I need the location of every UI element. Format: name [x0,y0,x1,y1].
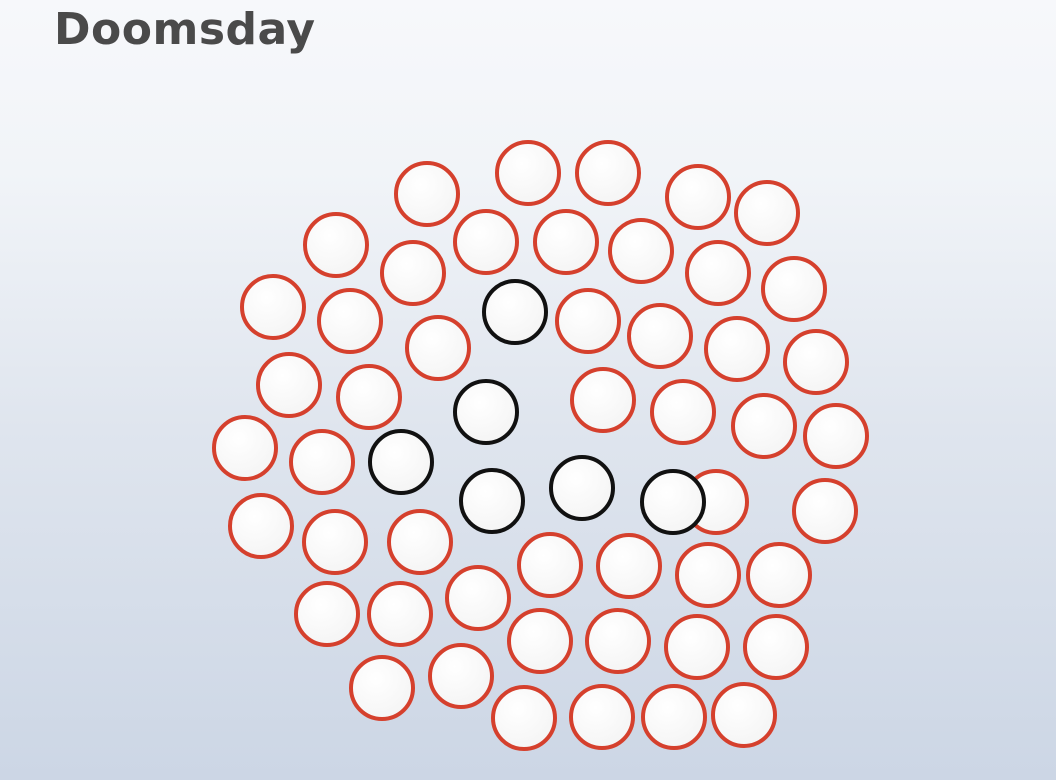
red-circle [665,164,731,230]
red-circle [711,682,777,748]
red-circle [783,329,849,395]
red-circle [303,212,369,278]
red-circle [596,533,662,599]
red-circle [650,379,716,445]
red-circle [394,161,460,227]
black-circle [482,279,548,345]
red-circle [555,288,621,354]
red-circle [240,274,306,340]
red-circle [294,581,360,647]
red-circle [517,532,583,598]
red-circle [585,608,651,674]
red-circle [228,493,294,559]
red-circle [367,581,433,647]
red-circle [256,352,322,418]
black-circle [453,379,519,445]
black-circle [549,455,615,521]
black-circle [459,468,525,534]
page-title: Doomsday [54,4,316,55]
red-circle [761,256,827,322]
red-circle [792,478,858,544]
red-circle [317,288,383,354]
red-circle [380,240,446,306]
red-circle [212,415,278,481]
red-circle [731,393,797,459]
red-circle [704,316,770,382]
red-circle [495,140,561,206]
red-circle [336,364,402,430]
red-circle [734,180,800,246]
red-circle [569,684,635,750]
red-circle [349,655,415,721]
black-circle [368,429,434,495]
red-circle [570,367,636,433]
red-circle [803,403,869,469]
red-circle [743,614,809,680]
red-circle [685,240,751,306]
red-circle [608,218,674,284]
red-circle [445,565,511,631]
red-circle [428,643,494,709]
red-circle [627,303,693,369]
red-circle [641,684,707,750]
red-circle [533,209,599,275]
red-circle [289,429,355,495]
red-circle [405,315,471,381]
black-circle [640,469,706,535]
red-circle [675,542,741,608]
red-circle [453,209,519,275]
red-circle [746,542,812,608]
red-circle [664,614,730,680]
red-circle [491,685,557,751]
red-circle [387,509,453,575]
red-circle [302,509,368,575]
red-circle [507,608,573,674]
red-circle [575,140,641,206]
circle-group [212,140,869,751]
